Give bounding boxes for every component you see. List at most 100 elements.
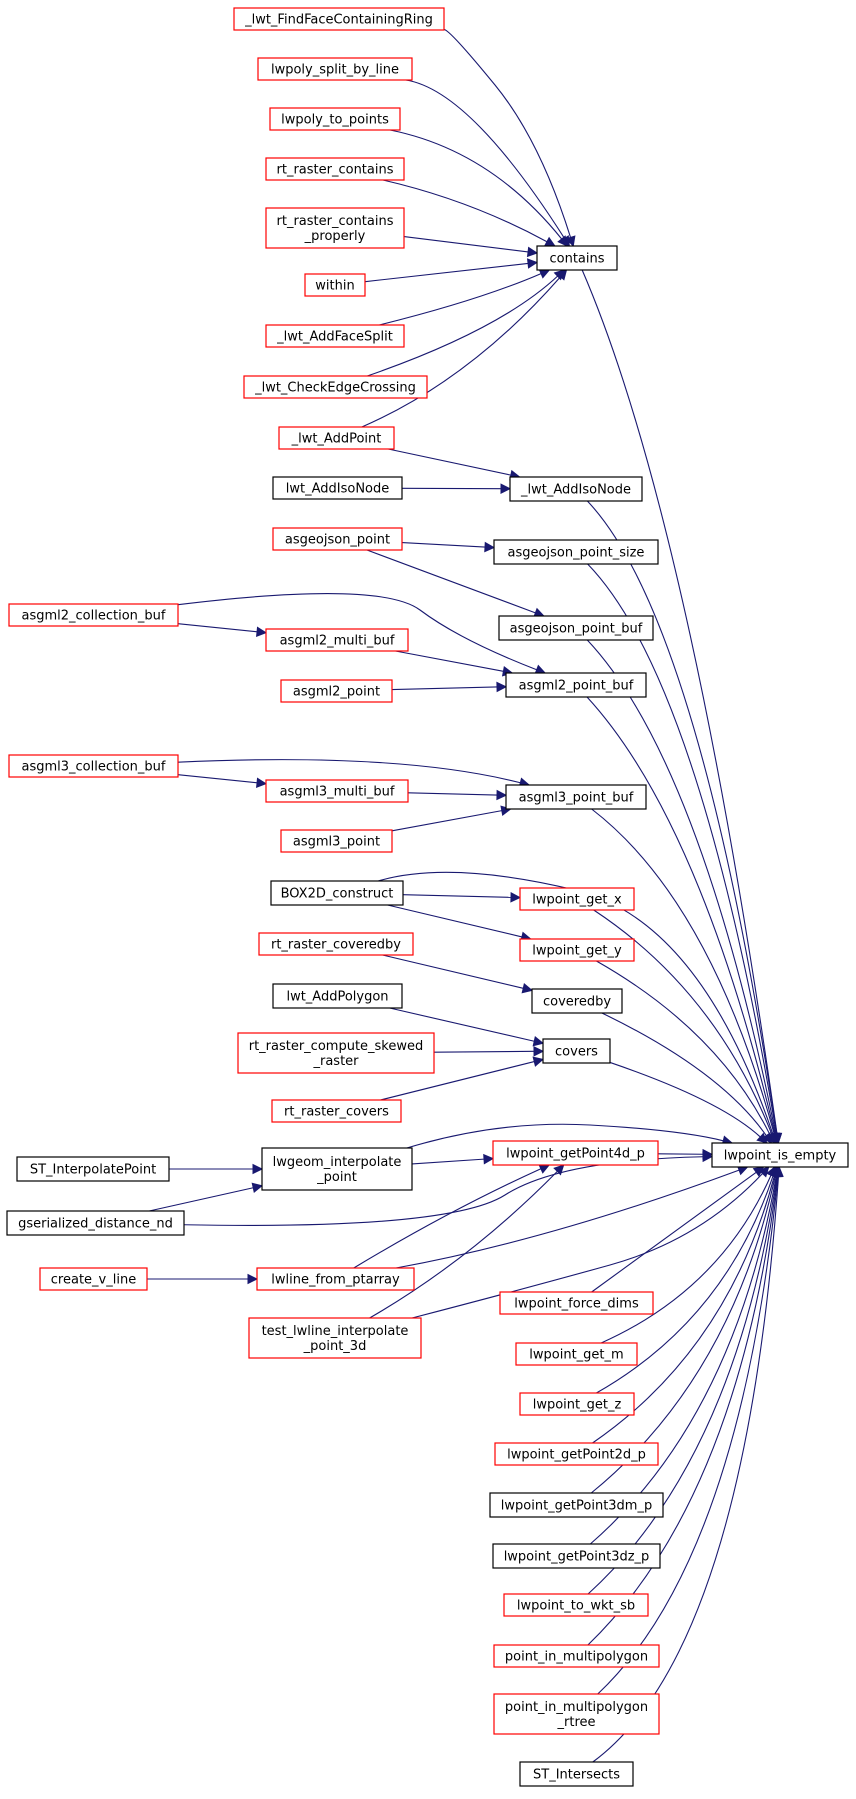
call-edge-getpoint4d-to-root: [657, 1148, 714, 1160]
node-box: [531, 988, 623, 1014]
edge-line: [391, 810, 502, 832]
call-edge-lwt_addpolygon-to-covers: [389, 1007, 545, 1047]
function-node-addpoint[interactable]: _lwt_AddPoint: [278, 426, 395, 450]
node-label: lwpoint_get_m: [529, 1348, 623, 1363]
function-node-asgml3-point-buf[interactable]: asgml3_point_buf: [505, 784, 647, 810]
call-edge-findface-to-contains: [443, 28, 576, 248]
node-label: test_lwline_interpolate: [262, 1324, 409, 1339]
function-node-asgeojson-point-size[interactable]: asgeojson_point_size: [493, 539, 659, 565]
function-node-lwpoly-to-points[interactable]: lwpoly_to_points: [269, 107, 401, 131]
function-node-within[interactable]: within: [304, 273, 366, 297]
node-box: [493, 1693, 660, 1735]
function-node-test-interp[interactable]: test_lwline_interpolate_point_3d: [248, 1317, 422, 1359]
edge-line: [592, 1175, 776, 1444]
function-node-st-interp[interactable]: ST_InterpolatePoint: [16, 1156, 170, 1182]
function-node-checkedge[interactable]: _lwt_CheckEdgeCrossing: [243, 375, 428, 399]
function-node-lwt-addpolygon[interactable]: lwt_AddPolygon: [272, 983, 403, 1009]
edge-line: [593, 909, 773, 1135]
edge-line: [379, 273, 542, 326]
function-node-rt-skewed[interactable]: rt_raster_compute_skewed_raster: [237, 1032, 435, 1074]
function-node-findface[interactable]: _lwt_FindFaceContainingRing: [233, 7, 445, 31]
edge-line: [596, 1175, 774, 1394]
node-box: [272, 476, 403, 500]
function-node-gser-dist[interactable]: gserialized_distance_nd: [6, 1210, 185, 1236]
function-node-get-m[interactable]: lwpoint_get_m: [515, 1342, 638, 1366]
function-node-get-z[interactable]: lwpoint_get_z: [519, 1392, 635, 1416]
edge-line: [406, 1123, 724, 1149]
function-node-asgml2-point-buf[interactable]: asgml2_point_buf: [505, 672, 647, 698]
function-node-pip[interactable]: point_in_multipolygon: [493, 1644, 660, 1668]
function-node-asgml3-collection[interactable]: asgml3_collection_buf: [8, 754, 179, 778]
function-node-to-wkt[interactable]: lwpoint_to_wkt_sb: [503, 1593, 649, 1617]
function-node-box2d[interactable]: BOX2D_construct: [270, 880, 404, 906]
function-node-asgml3-multi[interactable]: asgml3_multi_buf: [265, 779, 409, 803]
function-node-getpoint3dz[interactable]: lwpoint_getPoint3dz_p: [492, 1543, 661, 1569]
function-node-coveredby[interactable]: coveredby: [531, 988, 623, 1014]
function-node-get-x[interactable]: lwpoint_get_x: [519, 887, 635, 911]
node-label: point_in_multipolygon: [505, 1650, 648, 1665]
function-node-rt-contains[interactable]: rt_raster_contains: [265, 157, 405, 181]
function-node-rt-coveredby[interactable]: rt_raster_coveredby: [258, 932, 414, 956]
function-node-st-intersects[interactable]: ST_Intersects: [519, 1761, 634, 1787]
function-node-lwpoly-split[interactable]: lwpoly_split_by_line: [257, 57, 413, 81]
function-node-rt-contains-properly[interactable]: rt_raster_contains_properly: [265, 207, 405, 249]
call-edge-create_v_line-to-lwline_from: [147, 1273, 259, 1285]
node-label: lwpoint_getPoint4d_p: [506, 1147, 645, 1162]
function-node-asgml2-collection[interactable]: asgml2_collection_buf: [8, 603, 179, 627]
node-box: [536, 245, 618, 271]
call-edge-gser_dist-to-lwgeom_interp: [149, 1182, 264, 1212]
function-node-asgml3-point[interactable]: asgml3_point: [280, 829, 393, 853]
node-box: [515, 1342, 638, 1366]
edge-line: [389, 1007, 535, 1042]
function-node-covers[interactable]: covers: [542, 1038, 611, 1064]
node-label: _lwt_AddPoint: [291, 432, 382, 447]
node-box: [270, 880, 404, 906]
function-node-getpoint4d[interactable]: lwpoint_getPoint4d_p: [492, 1140, 659, 1166]
function-node-asgml2-point[interactable]: asgml2_point: [280, 679, 393, 703]
node-label: _lwt_FindFaceContainingRing: [244, 13, 433, 28]
node-box: [265, 779, 409, 803]
call-edge-force_dims-to-root: [591, 1166, 765, 1293]
node-label: lwgeom_interpolate: [273, 1155, 402, 1170]
function-node-force-dims[interactable]: lwpoint_force_dims: [499, 1291, 654, 1315]
node-label: rt_raster_contains: [277, 214, 394, 229]
node-box: [519, 1761, 634, 1787]
node-box: [278, 426, 395, 450]
function-node-getpoint3dm[interactable]: lwpoint_getPoint3dm_p: [489, 1492, 664, 1518]
function-node-asgeojson-point-buf[interactable]: asgeojson_point_buf: [498, 615, 654, 641]
node-label: asgeojson_point_buf: [510, 622, 643, 637]
function-node-getpoint2d[interactable]: lwpoint_getPoint2d_p: [494, 1442, 659, 1466]
call-edge-asgml2_collection-to-asgml2_multi: [177, 623, 268, 638]
call-edge-asgml3_point-to-asgml3_point_buf: [391, 805, 512, 832]
function-node-root[interactable]: lwpoint_is_empty: [711, 1142, 849, 1168]
function-node--lwt-addisonode[interactable]: _lwt_AddIsoNode: [509, 476, 643, 502]
function-node-asgeojson-point[interactable]: asgeojson_point: [272, 527, 403, 551]
function-node-lwt-addisonode[interactable]: lwt_AddIsoNode: [272, 476, 403, 500]
edge-line: [395, 1169, 740, 1269]
function-node-rt-covers[interactable]: rt_raster_covers: [271, 1099, 402, 1123]
function-node-addfacesplit[interactable]: _lwt_AddFaceSplit: [265, 324, 405, 348]
edge-line: [586, 500, 778, 1135]
node-box: [542, 1038, 611, 1064]
edge-line: [411, 1158, 485, 1165]
arrowhead-icon: [557, 235, 569, 247]
arrowhead-icon: [526, 258, 539, 269]
node-label: contains: [549, 252, 604, 267]
edge-line: [591, 1171, 757, 1293]
node-label: asgml3_collection_buf: [22, 760, 166, 775]
node-box: [269, 107, 401, 131]
function-node-lwline-from[interactable]: lwline_from_ptarray: [256, 1267, 415, 1291]
function-node-asgml2-multi[interactable]: asgml2_multi_buf: [265, 628, 409, 652]
function-node-contains[interactable]: contains: [536, 245, 618, 271]
arrowhead-icon: [773, 1165, 784, 1177]
node-box: [304, 273, 366, 297]
node-label: rt_raster_covers: [284, 1105, 389, 1120]
function-node-create-v-line[interactable]: create_v_line: [39, 1267, 148, 1291]
edge-line: [177, 623, 258, 633]
function-node-lwgeom-interp[interactable]: lwgeom_interpolate_point: [261, 1147, 413, 1191]
function-node-pip-rtree[interactable]: point_in_multipolygon_rtree: [493, 1693, 660, 1735]
function-node-get-y[interactable]: lwpoint_get_y: [519, 938, 635, 962]
node-label: asgml2_point_buf: [519, 679, 634, 694]
arrowhead-icon: [496, 681, 508, 693]
arrowhead-icon: [484, 541, 496, 553]
